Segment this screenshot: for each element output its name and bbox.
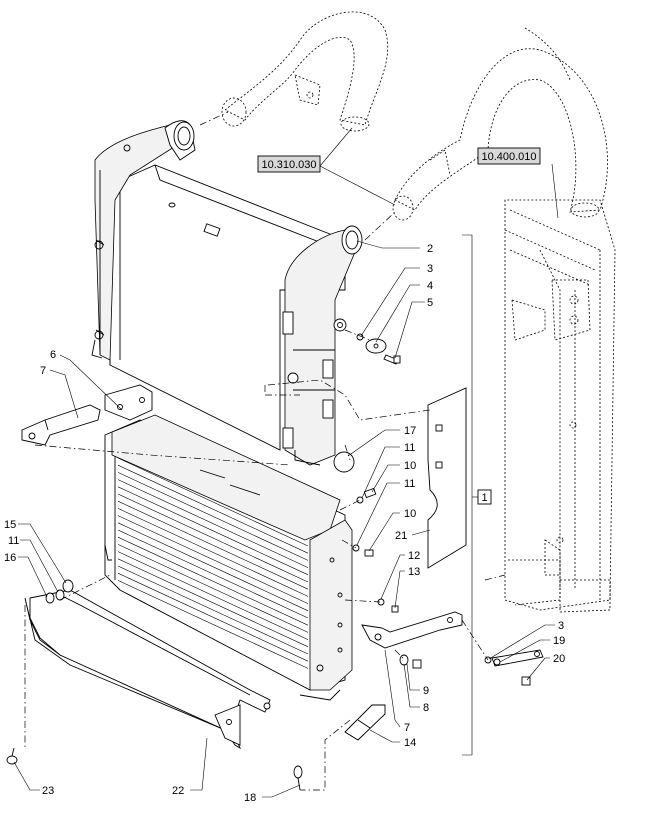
bracket-right: [361, 611, 463, 649]
callout: 8: [423, 702, 429, 714]
callout: 21: [395, 530, 407, 542]
radiator-fin: [117, 522, 309, 612]
callout: 3: [427, 263, 433, 275]
engine-block-outline: [504, 199, 616, 613]
reference-box-10-400-010: 10.400.010: [477, 147, 541, 165]
callout: 11: [404, 478, 415, 490]
radiator-fin: [117, 551, 309, 640]
radiator-fin: [117, 558, 309, 648]
reference-label: 1: [481, 492, 487, 504]
radiator-fin: [117, 544, 309, 633]
callout: 20: [553, 653, 565, 665]
radiator-fins: [117, 457, 309, 669]
callout: 19: [553, 635, 565, 647]
radiator-fin: [117, 464, 309, 554]
radiator-fin: [117, 508, 309, 597]
washers-lower-left: [45, 579, 74, 604]
radiator-fin: [117, 493, 309, 583]
bolt-23: [6, 747, 18, 765]
hardware-right: [352, 487, 399, 613]
radiator-fin: [117, 572, 309, 662]
air-hose-left: [221, 11, 389, 132]
centre-lines: [24, 111, 506, 791]
radiator: [104, 384, 353, 701]
radiator-fin: [117, 536, 309, 626]
callout: 7: [404, 722, 410, 734]
leader-lines: [13, 127, 559, 798]
callout-numbers: 2 3 4 5 6 7 17 11 10 11 10 15 11 16 21 1…: [4, 243, 565, 804]
reference-label: 10.400.010: [481, 151, 536, 163]
callout: 6: [50, 349, 56, 361]
callout: 17: [404, 425, 416, 437]
callout: 18: [244, 792, 256, 804]
radiator-fin: [117, 580, 309, 669]
washer-bolt-upper: [356, 333, 401, 365]
reference-label: 10.310.030: [261, 159, 316, 171]
radiator-fin: [117, 457, 309, 547]
intercooler: [91, 120, 363, 466]
callout: 15: [4, 519, 16, 531]
callout: 11: [8, 535, 19, 547]
seal-strip: [427, 387, 467, 569]
callout: 9: [423, 685, 429, 697]
radiator-fin: [117, 565, 309, 655]
radiator-fin: [117, 486, 309, 576]
callout: 22: [172, 785, 184, 797]
radiator-fin: [117, 515, 309, 604]
reference-box-10-310-030: 10.310.030: [257, 155, 321, 173]
hardware-9-8: [399, 654, 422, 669]
callout: 13: [408, 566, 420, 578]
bracket-left: [21, 404, 101, 446]
plug: [333, 451, 355, 473]
callout: 10: [404, 508, 416, 520]
callout: 5: [427, 297, 433, 309]
radiator-fin: [117, 500, 309, 590]
reference-box-1: 1: [477, 489, 492, 505]
callout: 14: [404, 737, 416, 749]
radiator-fin: [117, 472, 309, 561]
callout: 23: [42, 785, 54, 797]
callout: 12: [408, 550, 420, 562]
air-hose-right: [392, 27, 608, 221]
callout: 10: [404, 460, 416, 472]
support-bar: [24, 589, 271, 750]
radiator-fin: [117, 479, 309, 568]
callout: 11: [404, 442, 415, 454]
callout: 7: [40, 365, 46, 377]
callout: 4: [427, 280, 433, 292]
hardware-3-19-20: [484, 649, 544, 686]
radiator-fin: [117, 529, 309, 619]
callout: 2: [427, 243, 433, 255]
clip-14: [344, 704, 386, 741]
callout: 3: [558, 620, 564, 632]
callout: 16: [4, 552, 16, 564]
pin-18: [293, 765, 303, 791]
